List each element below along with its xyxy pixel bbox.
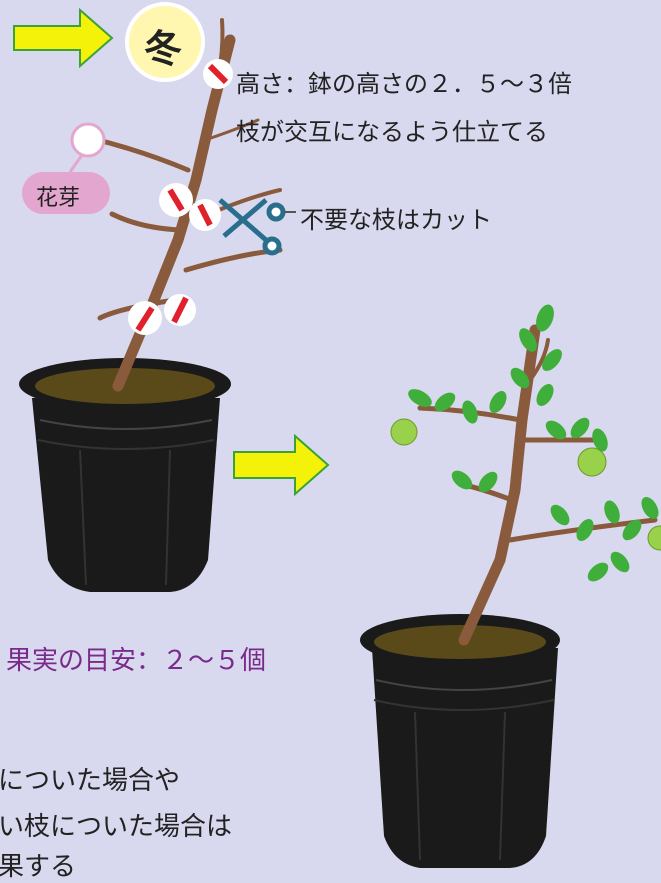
bottom-note-line-1: についた場合や — [0, 766, 181, 796]
height-rule-note: 高さ：鉢の高さの２．５～３倍 — [236, 70, 572, 98]
leaves — [408, 304, 659, 582]
flower-bud-label-box — [22, 172, 110, 214]
right-arrow-icon — [233, 433, 330, 497]
season-badge — [125, 2, 205, 82]
season-badge-label: 冬 — [144, 27, 183, 71]
bottom-note-line-3: 果する — [0, 852, 77, 882]
summer-tree — [417, 324, 658, 646]
bottom-note-line-2: い枝についた場合は — [0, 812, 233, 842]
fruit-target-note: 果実の目安：２～５個 — [6, 646, 267, 676]
pot-left — [19, 358, 231, 592]
right-arrow-icon — [13, 7, 114, 69]
flower-bud-marker — [70, 122, 106, 158]
pot-right — [360, 614, 560, 868]
alternate-branches-note: 枝が交互になるよう仕立てる — [236, 118, 548, 146]
cut-marks — [128, 59, 233, 335]
scissors-icon — [218, 198, 286, 256]
flower-bud-label: 花芽 — [36, 186, 81, 211]
fruits — [390, 418, 661, 551]
cut-branches-note: 不要な枝はカット — [300, 206, 492, 234]
